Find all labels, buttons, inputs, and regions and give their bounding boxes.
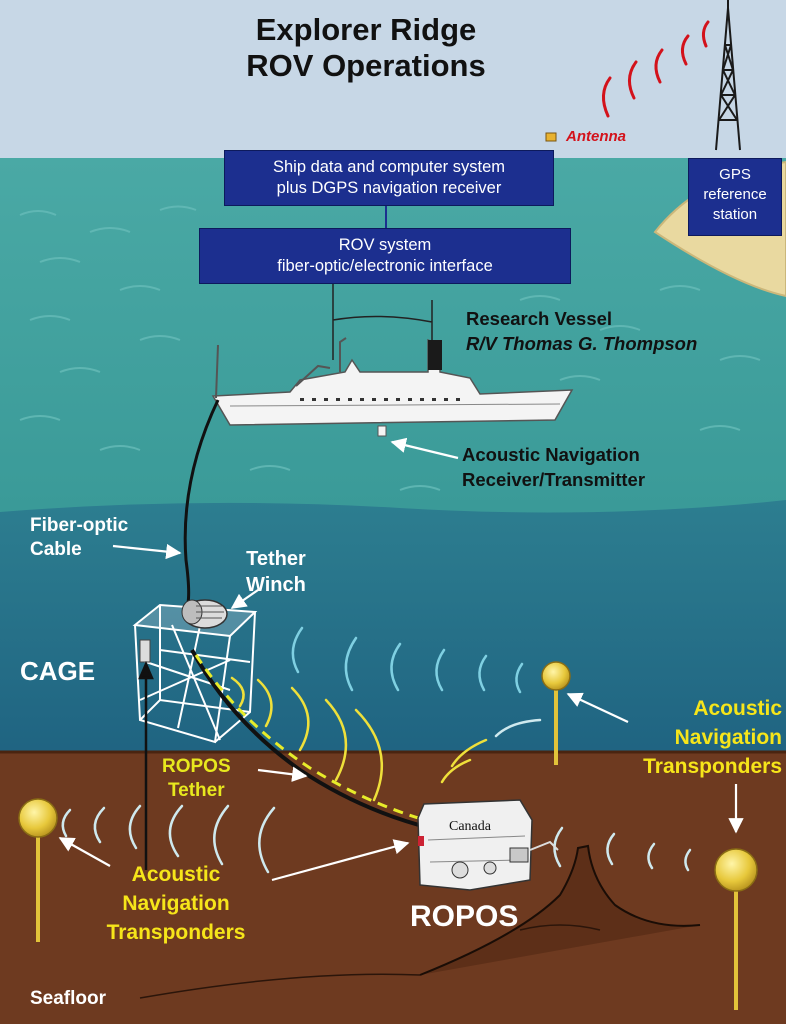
- tether-winch-label: Tether Winch: [246, 546, 306, 598]
- cage-signal-arrows: [138, 660, 154, 870]
- arrow-fiber-optic: [112, 543, 182, 560]
- tether-winch-line-2: Winch: [246, 574, 306, 596]
- gps-station-box: GPS reference station: [688, 158, 782, 236]
- antenna-label: Antenna: [566, 128, 626, 145]
- rov-brand-text: Canada: [449, 819, 492, 834]
- fiber-optic-cable-line: [183, 399, 220, 604]
- ropos-tether-dash: [194, 654, 433, 824]
- surface-water-region: [0, 158, 786, 513]
- tether-winch-line-1: Tether: [246, 548, 306, 570]
- ropos-label: ROPOS: [410, 900, 519, 933]
- acoustic-waves-seafloor: [61, 718, 692, 874]
- cage-device: [139, 639, 151, 663]
- transponder-right-top: [541, 661, 571, 765]
- ship-system-box: Ship data and computer system plus DGPS …: [224, 150, 554, 206]
- rov-system-line-2: fiber-optic/electronic interface: [277, 257, 493, 275]
- vessel-label: Research Vessel R/V Thomas G. Thompson: [466, 306, 697, 356]
- ship-acoustic-line-1: Acoustic Navigation: [462, 444, 640, 465]
- hydrothermal-chimney: [419, 844, 701, 976]
- acoustic-waves-yellow: [230, 676, 488, 802]
- ropos-tether-label: ROPOS Tether: [162, 755, 231, 803]
- ship-acoustic-line-2: Receiver/Transmitter: [462, 469, 646, 490]
- diagram-title: Explorer Ridge ROV Operations: [200, 12, 532, 84]
- gps-station-line-1: GPS: [719, 166, 751, 183]
- transponders-left-line-2: Navigation: [122, 892, 230, 915]
- rov-system-box: ROV system fiber-optic/electronic interf…: [199, 228, 571, 284]
- vessel-label-line-1: Research Vessel: [466, 308, 613, 329]
- fiber-optic-line-1: Fiber-optic: [30, 515, 129, 536]
- arrow-transponder-left: [58, 837, 111, 867]
- fiber-optic-line-2: Cable: [30, 539, 82, 560]
- ropos-vehicle: [417, 799, 559, 891]
- seafloor-ridge-line: [139, 924, 601, 999]
- ropos-tether-line-2: Tether: [167, 780, 225, 801]
- ship-acoustic-label: Acoustic Navigation Receiver/Transmitter: [462, 442, 645, 492]
- pointer-arrows: [58, 437, 744, 882]
- vessel-label-line-2: R/V Thomas G. Thompson: [466, 333, 698, 354]
- seafloor-region: [0, 752, 786, 1024]
- arrow-ship-acoustic: [390, 437, 459, 460]
- sky-region: [0, 0, 786, 162]
- transponders-right-line-1: Acoustic: [693, 697, 782, 720]
- transponder-left: [18, 798, 58, 942]
- gps-station-line-2: reference: [703, 186, 767, 203]
- arrow-ropos-tether: [257, 766, 308, 782]
- arrow-tether-winch: [230, 589, 259, 609]
- transponders-left-line-1: Acoustic: [131, 863, 221, 886]
- transponders-right-line-2: Navigation: [674, 726, 782, 749]
- gps-tower: [715, 0, 741, 151]
- acoustic-waves-cage: [291, 626, 524, 694]
- deep-water-region: [0, 500, 786, 760]
- rov-system-line-1: ROV system: [338, 236, 432, 254]
- tether-winch-device: [181, 599, 228, 629]
- cage-label: CAGE: [20, 656, 96, 686]
- title-line-1: Explorer Ridge: [255, 12, 477, 47]
- ropos-tether-line-1: ROPOS: [162, 756, 231, 777]
- ship-system-line-1: Ship data and computer system: [272, 158, 506, 176]
- surface-waves: [19, 195, 761, 491]
- transponders-left-label: Acoustic Navigation Transponders: [86, 860, 266, 947]
- radio-signal-arcs: [602, 20, 710, 118]
- antenna-icon: [545, 132, 557, 142]
- research-vessel: [211, 337, 574, 437]
- seafloor-label: Seafloor: [30, 988, 107, 1009]
- transponder-right-bottom: [714, 848, 758, 1010]
- fiber-optic-label: Fiber-optic Cable: [30, 514, 128, 562]
- arrow-transponder-top: [566, 692, 629, 723]
- transponders-right-label: Acoustic Navigation Transponders: [600, 694, 782, 781]
- title-line-2: ROV Operations: [246, 48, 486, 83]
- arrow-to-ropos: [271, 839, 410, 882]
- transponders-right-line-3: Transponders: [643, 755, 782, 778]
- gps-station-line-3: station: [712, 206, 758, 223]
- transponders-left-line-3: Transponders: [106, 921, 246, 944]
- ship-system-line-2: plus DGPS navigation receiver: [276, 179, 502, 197]
